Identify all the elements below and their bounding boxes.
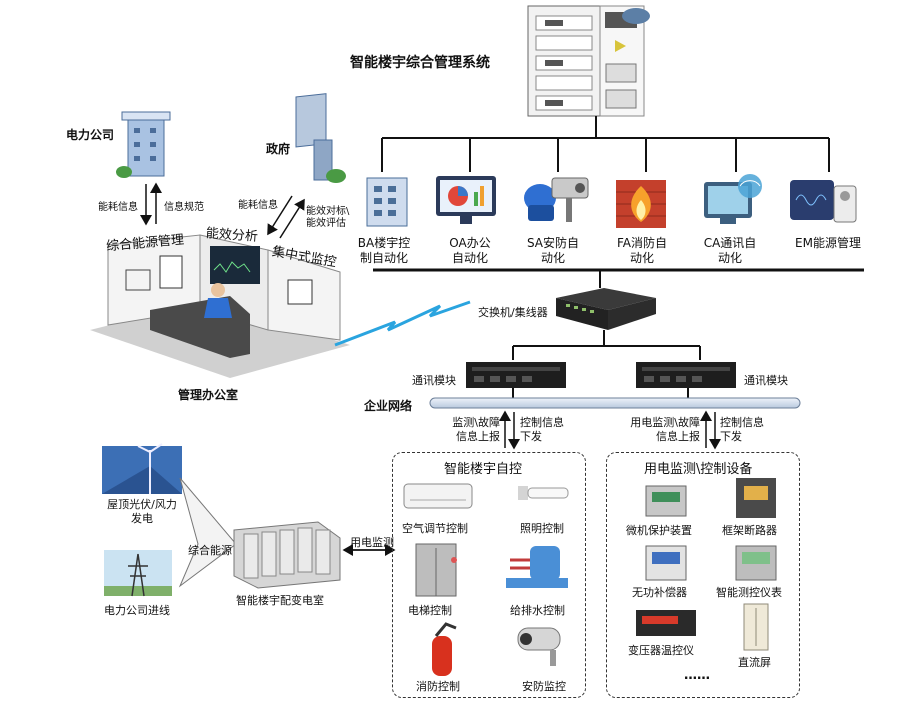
building-automation-icon xyxy=(366,177,408,227)
subsystem-oa-label: OA办公自动化 xyxy=(449,236,491,265)
solar-wind-icon xyxy=(102,443,182,494)
comm-module-right-icon xyxy=(636,362,736,388)
fire-protection-icon xyxy=(616,180,666,228)
water-pump-label: 给排水控制 xyxy=(510,604,565,617)
pv-wind-label: 屋顶光伏/风力 发电 xyxy=(107,498,177,525)
enterprise-network-bar xyxy=(429,397,801,409)
link-left-up-label: 监测\故障 信息上报 xyxy=(452,416,500,443)
power-company-building-icon xyxy=(116,111,171,178)
communication-icon xyxy=(704,174,762,224)
system-title: 智能楼宇综合管理系统 xyxy=(350,55,490,71)
more-devices-ellipsis: …… xyxy=(684,668,710,683)
wireless-link-icon xyxy=(334,300,471,347)
pc-up-label: 能耗信息 xyxy=(98,202,138,213)
government-label: 政府 xyxy=(266,142,291,156)
cctv-camera-icon xyxy=(517,627,561,666)
dc-panel-label: 直流屏 xyxy=(738,656,771,669)
power-company-label: 电力公司 xyxy=(66,128,115,142)
subsystem-ca-label: CA通讯自动化 xyxy=(703,236,757,265)
building-control-title: 智能楼宇自控 xyxy=(444,462,523,477)
water-pump-icon xyxy=(506,546,568,588)
substation-label: 智能楼宇配变电室 xyxy=(236,594,324,607)
government-building-icon xyxy=(295,93,346,183)
integrated-energy-arrow xyxy=(178,477,237,588)
gov-down-label: 能效对标\ 能效评估 xyxy=(306,206,350,229)
light-bulb-icon xyxy=(518,486,569,500)
link-right-up-label: 用电监测\故障 信息上报 xyxy=(630,416,700,443)
circuit-breaker-icon xyxy=(736,478,776,518)
power-devices-title: 用电监测\控制设备 xyxy=(644,462,753,477)
management-office-room xyxy=(90,234,350,378)
comm-module-left-icon xyxy=(466,362,566,388)
integrated-energy-label: 综合能源 xyxy=(188,544,232,557)
network-switch-icon xyxy=(556,288,656,330)
office-automation-icon xyxy=(436,176,496,224)
temperature-controller-icon xyxy=(636,610,696,636)
office-room-label: 管理办公室 xyxy=(178,388,239,402)
fire-control-label: 消防控制 xyxy=(416,680,460,693)
grid-tower-icon xyxy=(104,550,172,597)
reactive-compensator-icon xyxy=(645,545,687,581)
protection-relay-label: 微机保护装置 xyxy=(626,524,692,537)
comm-module-left-label: 通讯模块 xyxy=(412,374,456,387)
air-conditioner-icon xyxy=(403,483,473,509)
substation-cabinets-icon xyxy=(233,521,341,589)
dc-panel-icon xyxy=(743,603,769,651)
power-monitor-label: 用电监测 xyxy=(350,536,394,549)
link-right-down-label: 控制信息 下发 xyxy=(720,416,764,443)
smart-meter-icon xyxy=(735,545,777,581)
management-server-rack-icon xyxy=(527,5,650,117)
subsystem-sa-label: SA安防自动化 xyxy=(526,236,580,265)
pc-down-label: 信息规范 xyxy=(164,202,204,213)
fire-extinguisher-icon xyxy=(432,622,457,676)
temperature-controller-label: 变压器温控仪 xyxy=(628,644,694,657)
link-left-down-label: 控制信息 下发 xyxy=(520,416,564,443)
security-camera-icon xyxy=(524,177,589,222)
reactive-compensator-label: 无功补偿器 xyxy=(632,586,687,599)
enterprise-network-label: 企业网络 xyxy=(364,399,413,413)
smart-meter-label: 智能测控仪表 xyxy=(716,586,782,599)
grid-in-label: 电力公司进线 xyxy=(104,604,170,617)
gov-up-label: 能耗信息 xyxy=(238,200,278,211)
subsystem-em-label: EM能源管理 xyxy=(795,236,861,250)
switch-label: 交换机/集线器 xyxy=(478,306,548,319)
subsystem-ba-label: BA楼宇控制自动化 xyxy=(357,236,411,265)
panel-efficiency-label: 能效分析 xyxy=(205,226,259,245)
security-monitor-label: 安防监控 xyxy=(522,680,566,693)
elevator-label: 电梯控制 xyxy=(408,604,452,617)
protection-relay-icon xyxy=(645,485,687,517)
subsystem-fa-label: FA消防自动化 xyxy=(616,236,667,265)
comm-module-right-label: 通讯模块 xyxy=(744,374,788,387)
elevator-icon xyxy=(415,543,457,597)
circuit-breaker-label: 框架断路器 xyxy=(722,524,777,537)
air-conditioner-label: 空气调节控制 xyxy=(402,522,468,535)
building-control-group xyxy=(392,452,586,698)
lighting-label: 照明控制 xyxy=(520,522,564,535)
energy-management-icon xyxy=(790,180,857,223)
power-devices-group xyxy=(606,452,800,698)
